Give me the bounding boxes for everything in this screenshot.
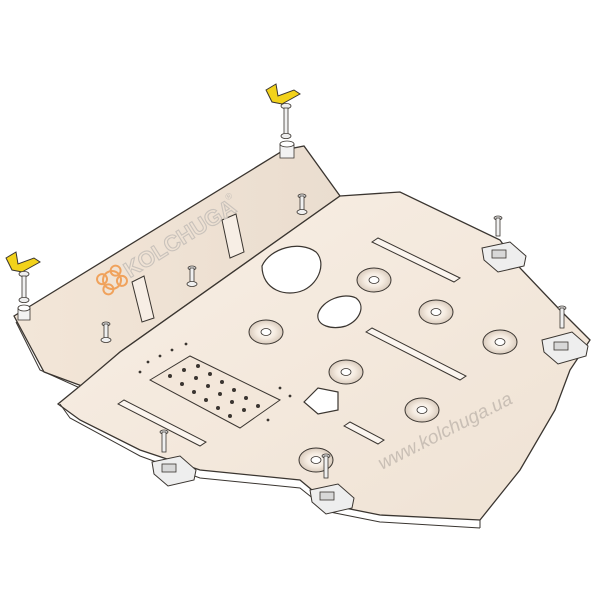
stiffening-ribs bbox=[117, 237, 467, 447]
yellow-bracket-left bbox=[5, 251, 41, 321]
flange-bolts bbox=[100, 193, 308, 343]
vent-grid bbox=[138, 342, 292, 429]
registered-mark: ® bbox=[223, 190, 234, 202]
mount-bracket-left-lower bbox=[151, 429, 197, 487]
yellow-bracket-top bbox=[265, 83, 301, 159]
kolchuga-logo-icon bbox=[96, 264, 128, 296]
mount-bracket-right-lower bbox=[541, 305, 589, 365]
mount-bracket-right-upper bbox=[481, 215, 527, 273]
mount-bracket-bottom bbox=[309, 453, 355, 515]
